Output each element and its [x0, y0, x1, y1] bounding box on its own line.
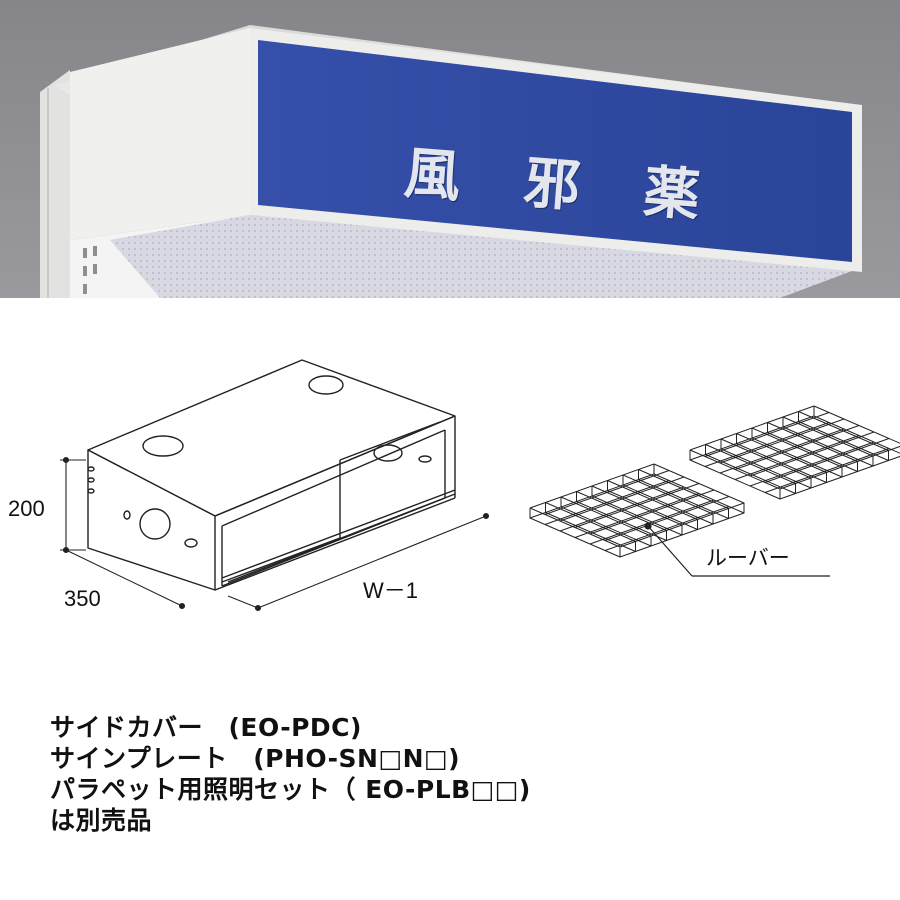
accessory-notes: サイドカバー (EO-PDC) サインプレート (PHO-SN□N□) パラペッ…: [50, 712, 531, 836]
louver-leader: [644, 522, 830, 577]
dimension-height: 200: [8, 496, 45, 521]
shelf-slots: [83, 246, 97, 294]
shelf-side: [40, 70, 70, 298]
dimension-lines: [60, 456, 490, 612]
sign-plate: [258, 40, 852, 262]
note-line: は別売品: [50, 806, 153, 835]
louver-label: ルーバー: [706, 546, 790, 570]
diagram-drawing: [60, 359, 900, 612]
louver-grid-right: [689, 405, 900, 500]
dimension-depth: 350: [64, 586, 101, 611]
note-line: パラペット用照明セット（ EO-PLB□□): [50, 775, 531, 804]
product-photo: 風 邪 薬: [0, 0, 900, 298]
note-line: サインプレート (PHO-SN□N□): [50, 744, 461, 773]
dimension-width: W－1: [363, 578, 419, 603]
photo-illustration: [0, 0, 900, 298]
louver-underside: [110, 215, 860, 298]
technical-diagram: 200 350 W－1 ルーバー: [0, 298, 900, 700]
box-side-face: [70, 28, 250, 240]
parapet-box: [87, 359, 456, 591]
note-line: サイドカバー (EO-PDC): [50, 713, 362, 742]
louver-grid-left: [529, 463, 745, 558]
